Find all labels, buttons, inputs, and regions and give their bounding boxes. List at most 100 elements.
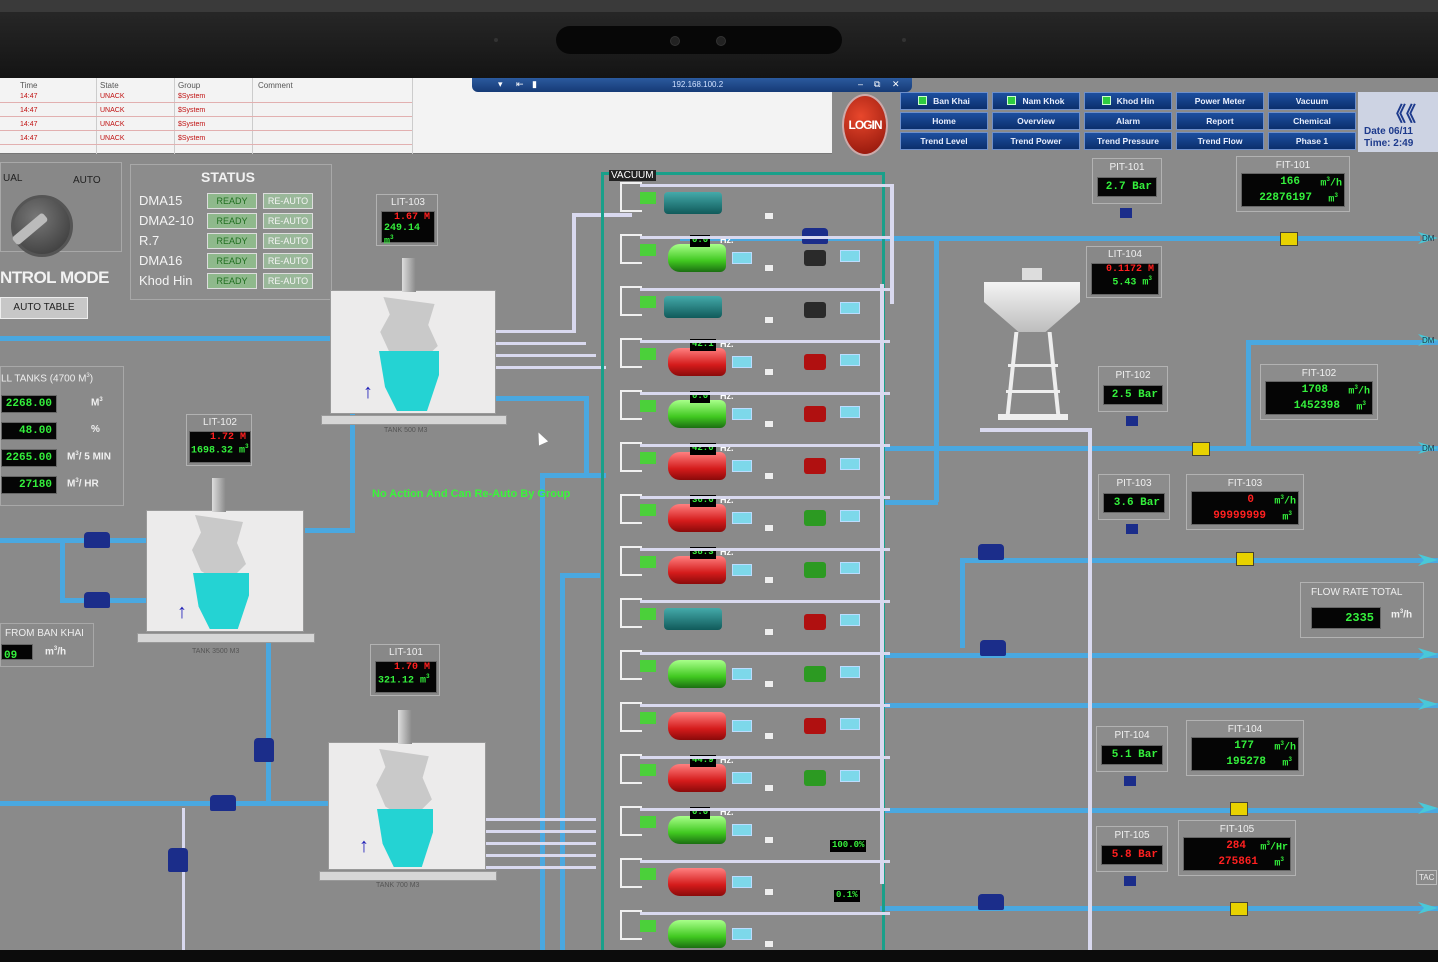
lit-101-tag[interactable]: LIT-101 1.70 M 321.12 m3 xyxy=(370,644,440,696)
control-valve-icon[interactable] xyxy=(804,562,826,578)
all-tanks-value: 48.00 xyxy=(1,422,57,440)
gate-valve-icon[interactable] xyxy=(84,532,110,548)
check-valve-icon xyxy=(620,754,642,784)
nav-button[interactable]: Overview xyxy=(992,112,1080,130)
control-valve-icon[interactable] xyxy=(804,458,826,474)
control-valve-icon[interactable] xyxy=(804,718,826,734)
pump-icon[interactable] xyxy=(664,296,722,318)
control-valve-icon[interactable] xyxy=(804,250,826,266)
control-valve-icon[interactable] xyxy=(804,354,826,370)
nav-button[interactable]: Chemical xyxy=(1268,112,1356,130)
lit-103-tag[interactable]: LIT-103 1.67 M 249.14 m3 xyxy=(376,194,438,247)
gate-valve-icon[interactable] xyxy=(210,795,236,811)
pump-icon[interactable] xyxy=(668,712,726,740)
re-auto-button[interactable]: RE-AUTO xyxy=(263,253,313,269)
nav-button[interactable]: Trend Flow xyxy=(1176,132,1264,150)
re-auto-button[interactable]: RE-AUTO xyxy=(263,233,313,249)
gate-valve-icon[interactable] xyxy=(254,738,274,762)
mode-selector-knob[interactable] xyxy=(11,195,73,257)
re-auto-button[interactable]: RE-AUTO xyxy=(263,273,313,289)
pin-icon-2[interactable]: ⇤ xyxy=(516,79,524,89)
remote-session-bar[interactable]: ▾ ⇤ ▮ 192.168.100.2 – ⧉ ✕ xyxy=(472,78,912,92)
nav-button[interactable]: Trend Pressure xyxy=(1084,132,1172,150)
close-icon[interactable]: ✕ xyxy=(892,79,900,89)
control-valve-icon[interactable] xyxy=(804,666,826,682)
level-sensor-icon xyxy=(402,258,416,292)
re-auto-button[interactable]: RE-AUTO xyxy=(263,213,313,229)
flow-meter-icon xyxy=(1236,552,1254,566)
motor-starter-icon xyxy=(640,660,656,672)
gate-valve-icon[interactable] xyxy=(980,640,1006,656)
pin-icon[interactable]: ▾ xyxy=(498,79,503,89)
pump-icon[interactable] xyxy=(668,816,726,844)
nav-button[interactable]: Nam Khok xyxy=(992,92,1080,110)
login-button[interactable]: LOGIN xyxy=(842,94,888,156)
tank-102[interactable]: ↑ xyxy=(137,510,315,643)
nav-button[interactable]: Vacuum xyxy=(1268,92,1356,110)
outlet-tag: DM xyxy=(1422,234,1435,243)
motor-starter-icon xyxy=(640,192,656,204)
gate-valve-icon[interactable] xyxy=(978,544,1004,560)
gate-valve-icon[interactable] xyxy=(978,894,1004,910)
pump-indicator xyxy=(732,460,752,472)
pump-icon[interactable] xyxy=(664,192,722,214)
pump-icon[interactable] xyxy=(668,920,726,948)
control-valve-icon[interactable] xyxy=(804,614,826,630)
pump-icon[interactable] xyxy=(668,452,726,480)
lit-102-tag[interactable]: LIT-102 1.72 M 1698.32 m3 xyxy=(186,414,252,466)
pump-icon[interactable] xyxy=(668,348,726,376)
pump-icon[interactable] xyxy=(668,660,726,688)
nav-button[interactable]: Phase 1 xyxy=(1268,132,1356,150)
tank-101[interactable]: ↑ xyxy=(319,742,497,881)
nav-button[interactable]: Trend Power xyxy=(992,132,1080,150)
pit-name: PIT-104 xyxy=(1114,730,1150,741)
pump-icon[interactable] xyxy=(668,400,726,428)
tank-103[interactable]: ↑ xyxy=(321,290,507,425)
nav-button[interactable]: Alarm xyxy=(1084,112,1172,130)
auto-table-button[interactable]: AUTO TABLE xyxy=(0,297,88,319)
pump-icon[interactable] xyxy=(668,244,726,272)
nav-button[interactable]: Khod Hin xyxy=(1084,92,1172,110)
restore-icon[interactable]: ⧉ xyxy=(874,79,881,89)
nav-button[interactable]: Home xyxy=(900,112,988,130)
pump-indicator xyxy=(732,824,752,836)
pump-icon[interactable] xyxy=(668,764,726,792)
gate-valve-icon[interactable] xyxy=(168,848,188,872)
gate-valve-icon[interactable] xyxy=(84,592,110,608)
lit-104-tag[interactable]: LIT-104 0.1172 M 5.43 m3 xyxy=(1086,246,1162,298)
nav-button[interactable]: Report xyxy=(1176,112,1264,130)
pump-frequency-unit: Hz. xyxy=(720,755,734,765)
pump-frequency-unit: Hz. xyxy=(720,495,734,505)
nav-button[interactable]: Ban Khai xyxy=(900,92,988,110)
minimize-icon[interactable]: – xyxy=(858,79,864,89)
re-auto-button[interactable]: RE-AUTO xyxy=(263,193,313,209)
nav-button[interactable]: Trend Level xyxy=(900,132,988,150)
control-valve-icon[interactable] xyxy=(804,302,826,318)
pump-icon[interactable] xyxy=(668,868,726,896)
pump-icon[interactable] xyxy=(668,504,726,532)
control-valve-icon[interactable] xyxy=(804,510,826,526)
nav-button[interactable]: Power Meter xyxy=(1176,92,1264,110)
pump-icon[interactable] xyxy=(664,608,722,630)
status-lamp-icon xyxy=(764,680,774,688)
status-lamp-icon xyxy=(764,212,774,220)
control-valve-icon[interactable] xyxy=(804,406,826,422)
pump-icon[interactable] xyxy=(668,556,726,584)
water-tower[interactable] xyxy=(984,268,1082,422)
outlet-tag: DM xyxy=(1422,336,1435,345)
control-valve-icon[interactable] xyxy=(804,770,826,786)
